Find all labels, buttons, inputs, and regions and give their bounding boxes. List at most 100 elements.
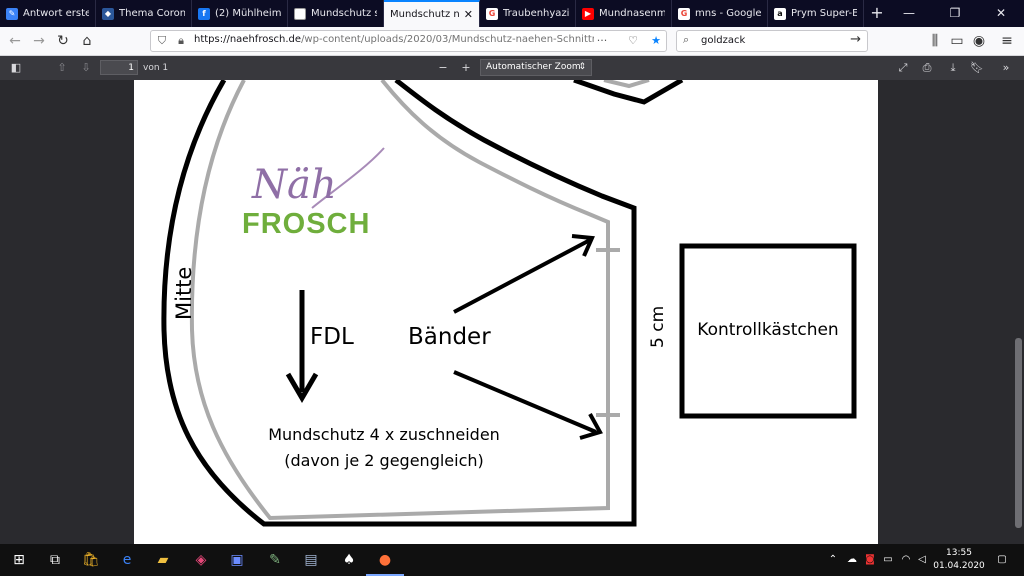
- tab-title: Thema Corona: [119, 8, 185, 19]
- control-box: [679, 243, 857, 419]
- pattern-cut-line: [161, 80, 637, 527]
- menu-icon[interactable]: ≡: [1001, 33, 1013, 49]
- url-domain: https://naehfrosch.de: [194, 34, 302, 45]
- tab-5[interactable]: G Traubenhyazinth: [480, 0, 576, 27]
- google-icon: G: [486, 7, 498, 20]
- reload-button[interactable]: ↻: [57, 33, 69, 49]
- tab-title: Traubenhyazinth: [503, 8, 569, 19]
- windows-taskbar: ⊞ ⧉ 🛍︎ e ▰ ◈ ▣ ✎ ▤ ♠ ● ⌃ ☁ ◙ ▭ ◠ ◁ 13:55…: [0, 544, 1024, 576]
- edge-icon[interactable]: e: [122, 552, 132, 568]
- forum-icon: ◆: [102, 7, 114, 20]
- url-path: /wp-content/uploads/2020/03/Mundschutz-n…: [301, 34, 594, 45]
- page-actions-icon[interactable]: ···: [596, 34, 608, 47]
- tab-1[interactable]: ◆ Thema Corona: [96, 0, 192, 27]
- pattern-piece-top: [573, 80, 684, 105]
- close-icon[interactable]: ✕: [463, 8, 473, 21]
- tab-7[interactable]: G mns - Google-S: [672, 0, 768, 27]
- close-window-icon[interactable]: ✕: [995, 6, 1007, 20]
- mask-pattern-drawing: [161, 80, 857, 527]
- print-icon[interactable]: ⎙: [922, 61, 932, 74]
- bookmark-star-icon[interactable]: ★: [651, 34, 661, 47]
- window-controls: — ❐ ✕: [886, 0, 1024, 27]
- url-bar[interactable]: ⛉ 🔒︎ https://naehfrosch.de/wp-content/up…: [150, 30, 667, 52]
- logo-naeh: Näh: [252, 162, 337, 208]
- search-bar[interactable]: ⌕ goldzack →: [676, 30, 868, 52]
- firefox-icon[interactable]: ●: [366, 544, 404, 576]
- task-view-icon[interactable]: ⧉: [50, 552, 60, 568]
- url-text[interactable]: https://naehfrosch.de/wp-content/uploads…: [194, 34, 594, 45]
- zoom-select[interactable]: Automatischer Zoom⇕: [480, 59, 592, 76]
- tab-title: mns - Google-S: [695, 8, 761, 19]
- tab-title: (2) Mühlheim am: [215, 8, 281, 19]
- tools-icon[interactable]: »: [1002, 61, 1010, 74]
- account-icon[interactable]: ◉: [972, 33, 986, 49]
- store-icon[interactable]: 🛍︎: [82, 552, 100, 568]
- tab-strip: ✎ Antwort erstellen ◆ Thema Corona f (2)…: [0, 0, 1024, 27]
- battery-icon[interactable]: ▭: [883, 554, 893, 565]
- notifications-icon[interactable]: ▢: [997, 554, 1007, 565]
- wifi-icon[interactable]: ◠: [901, 554, 911, 565]
- search-go-icon[interactable]: →: [850, 32, 861, 47]
- page-count: von 1: [143, 63, 169, 73]
- tab-2[interactable]: f (2) Mühlheim am: [192, 0, 288, 27]
- chevron-up-icon[interactable]: ⌃: [828, 554, 838, 565]
- search-input[interactable]: goldzack: [701, 35, 746, 46]
- label-mitte: Mitte: [172, 266, 196, 320]
- previous-page-icon[interactable]: ⇧: [57, 61, 67, 74]
- scrollbar-thumb[interactable]: [1015, 338, 1022, 528]
- bookmark-icon[interactable]: 🔖︎: [970, 61, 984, 74]
- download-icon[interactable]: ⤓: [950, 61, 956, 74]
- maps-icon[interactable]: ◈: [195, 552, 207, 568]
- toggle-sidebar-icon[interactable]: ◧: [10, 61, 22, 74]
- pdf-toolbar: ◧ ⇧ ⇩ 1 von 1 − + Automatischer Zoom⇕ ⤢ …: [0, 56, 1024, 80]
- notepad-icon[interactable]: ▤: [304, 552, 318, 568]
- onedrive-icon[interactable]: ☁: [847, 554, 857, 565]
- amazon-icon: a: [774, 7, 786, 20]
- presentation-mode-icon[interactable]: ⤢: [898, 61, 908, 74]
- shield-icon[interactable]: ⛉: [157, 34, 167, 47]
- back-button[interactable]: ←: [9, 33, 21, 49]
- youtube-icon: ▶: [582, 7, 594, 20]
- pdf-viewer[interactable]: Näh FROSCH Mitte FDL Bänder Mundschutz 4…: [0, 80, 1024, 544]
- zoom-out-button[interactable]: −: [438, 61, 448, 74]
- page-number-input[interactable]: 1: [100, 60, 138, 75]
- tab-0[interactable]: ✎ Antwort erstellen: [0, 0, 96, 27]
- restore-icon[interactable]: ❐: [949, 6, 961, 20]
- tab-6[interactable]: ▶ Mundnasenmas: [576, 0, 672, 27]
- tab-3[interactable]: Mundschutz selb: [288, 0, 384, 27]
- tab-title: Antwort erstellen: [23, 8, 89, 19]
- tab-4-active[interactable]: Mundschutz nae ✕: [384, 0, 480, 27]
- search-icon: ⌕: [683, 33, 690, 46]
- chevron-down-icon: ⇕: [578, 62, 586, 72]
- zoom-in-button[interactable]: +: [461, 61, 471, 74]
- start-icon[interactable]: ⊞: [13, 552, 25, 568]
- paint-icon[interactable]: ✎: [269, 552, 281, 568]
- zoom-value: Automatischer Zoom: [486, 62, 581, 72]
- instruction-line1: Mundschutz 4 x zuschneiden: [268, 425, 500, 444]
- label-baender: Bänder: [408, 324, 491, 350]
- file-explorer-icon[interactable]: ▰: [157, 552, 169, 568]
- pocket-icon[interactable]: ♡: [628, 34, 638, 47]
- minimize-icon[interactable]: —: [903, 6, 915, 20]
- scrollbar[interactable]: [1012, 80, 1024, 544]
- app-icon[interactable]: ▣: [230, 552, 244, 568]
- volume-icon[interactable]: ◁: [918, 554, 926, 565]
- new-tab-button[interactable]: +: [870, 3, 884, 22]
- next-page-icon[interactable]: ⇩: [81, 61, 91, 74]
- band-arrow-bottom-head: [579, 413, 603, 440]
- pattern-seam-line: [189, 80, 610, 521]
- home-button[interactable]: ⌂: [82, 33, 92, 49]
- antivirus-icon[interactable]: ◙: [865, 554, 875, 565]
- lock-icon[interactable]: 🔒︎: [178, 34, 184, 47]
- forward-button[interactable]: →: [33, 33, 45, 49]
- tab-8[interactable]: a Prym Super-Elas: [768, 0, 864, 27]
- tab-title: Mundschutz selb: [311, 8, 377, 19]
- tab-title: Mundschutz nae: [390, 9, 460, 20]
- facebook-icon: f: [198, 7, 210, 20]
- label-control-box: Kontrollkästchen: [697, 320, 839, 340]
- clock[interactable]: 13:55 01.04.2020: [930, 547, 988, 573]
- library-icon[interactable]: ⫼: [931, 33, 939, 49]
- solitaire-icon[interactable]: ♠: [342, 552, 356, 568]
- chat-icon: ✎: [6, 7, 18, 20]
- sidebar-icon[interactable]: ▭: [950, 33, 964, 49]
